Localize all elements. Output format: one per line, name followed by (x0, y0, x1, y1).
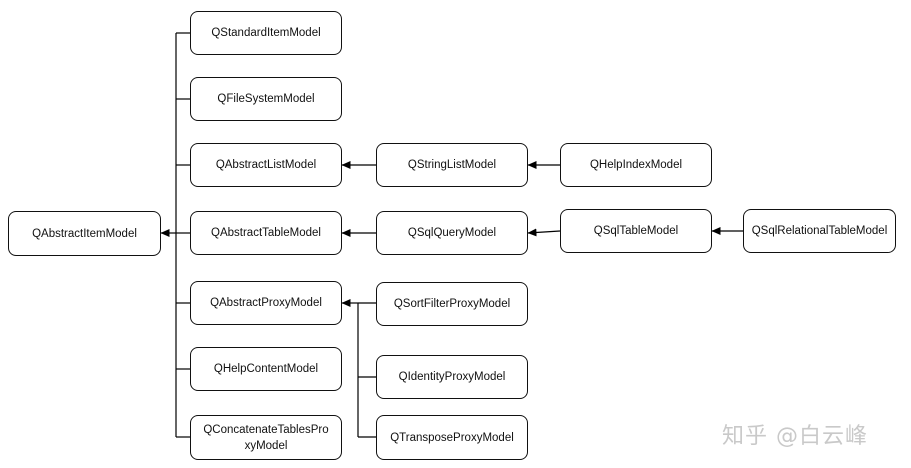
node-qstandarditemmodel: QStandardItemModel (190, 11, 342, 55)
node-qfilesystemmodel: QFileSystemModel (190, 77, 342, 121)
node-qstringlistmodel: QStringListModel (376, 143, 528, 187)
node-qabstractitemmodel: QAbstractItemModel (8, 211, 161, 256)
node-qconcatenatetablesproxymodel: QConcatenateTablesProxyModel (190, 415, 342, 460)
node-qhelpindexmodel: QHelpIndexModel (560, 143, 712, 187)
node-qsqltablemodel: QSqlTableModel (560, 209, 712, 253)
watermark: 知乎 @白云峰 (722, 424, 868, 449)
node-qidentityproxymodel: QIdentityProxyModel (376, 355, 528, 399)
node-qtransposeproxymodel: QTransposeProxyModel (376, 415, 528, 460)
node-qhelpcontentmodel: QHelpContentModel (190, 347, 342, 391)
node-qsqlrelationaltablemodel: QSqlRelationalTableModel (743, 209, 896, 253)
node-qabstractlistmodel: QAbstractListModel (190, 143, 342, 187)
node-qsortfilterproxymodel: QSortFilterProxyModel (376, 282, 528, 326)
node-qsqlquerymodel: QSqlQueryModel (376, 211, 528, 255)
arrow-qsqltablemodel-to-qsqlquerymodel (527, 228, 561, 237)
node-qabstractproxymodel: QAbstractProxyModel (190, 281, 342, 325)
node-qabstracttablemodel: QAbstractTableModel (190, 211, 342, 255)
